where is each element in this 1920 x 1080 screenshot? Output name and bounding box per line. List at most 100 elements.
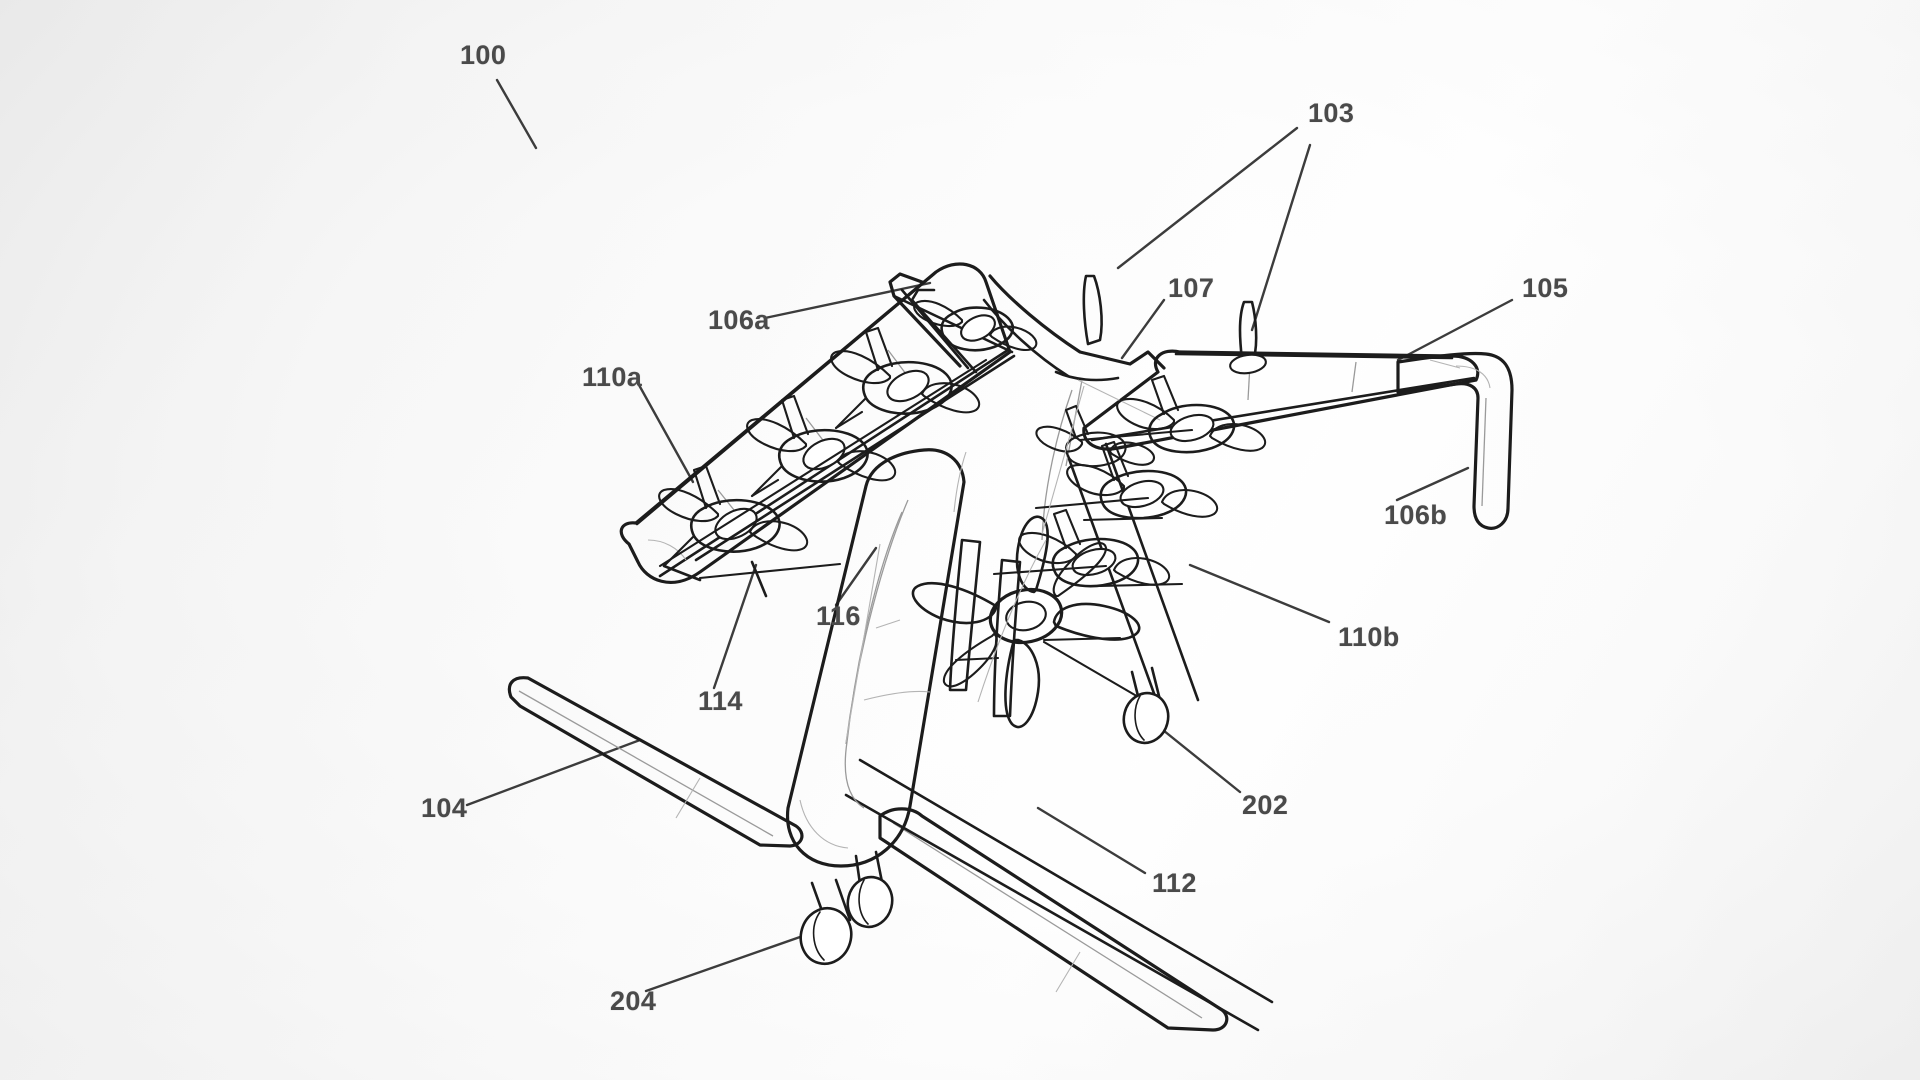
phantom-a [977, 539, 1047, 703]
leader-116 [834, 546, 878, 607]
root-hidden-b [1041, 389, 1073, 541]
phantom-b [953, 451, 967, 513]
rotor-cluster-mid [1035, 404, 1156, 468]
nacelle-r2 [1099, 469, 1188, 520]
wing-left-spar [658, 358, 988, 568]
fuselage-panel-b [863, 690, 931, 701]
rotor-right-1 [1116, 374, 1267, 454]
rotor-center-large [911, 515, 1141, 729]
main-wheel [1122, 691, 1170, 745]
root-hidden-c [1077, 379, 1161, 421]
numeral-112: 112 [1152, 868, 1197, 898]
empennage-group [507, 676, 1274, 1032]
leader-lines [465, 78, 1514, 993]
rotor-left-1 [658, 464, 809, 568]
blade-r2-b [1160, 488, 1219, 518]
wing-right-panel-2 [1351, 361, 1357, 393]
numeral-204: 204 [610, 986, 657, 1016]
nacelle-l1 [690, 498, 781, 553]
winglet-106a-outer [888, 272, 962, 368]
nacelle-l2 [778, 428, 869, 483]
leader-104 [465, 738, 642, 807]
blade-r1-a [1116, 398, 1176, 431]
main-wheel-inner [1134, 695, 1145, 741]
wing-left-strut-a [750, 478, 780, 498]
nacelle-r3 [1051, 537, 1140, 588]
blade-c-c [1004, 638, 1041, 729]
blade-l3-a [830, 350, 892, 385]
leader-103-a [1116, 126, 1299, 270]
pylon-center-1 [1082, 274, 1103, 346]
hub-l2 [802, 437, 846, 471]
tail-boom-upper [858, 758, 1274, 1004]
aft-wheel [799, 906, 853, 966]
wing-right-spar-b [1034, 496, 1150, 510]
hub-l1 [714, 507, 758, 541]
center-spine-upper [988, 274, 1166, 370]
nose-landing-gear [846, 850, 894, 929]
numeral-106a: 106a [708, 305, 770, 335]
pylon-center-2 [1238, 300, 1258, 362]
wing-left-boom-upper [694, 354, 1016, 562]
stabilizer-right-crease [892, 822, 1203, 1019]
phantom-c [1041, 385, 1085, 535]
wing-right-tip-shade [1429, 359, 1461, 369]
strut-l3 [834, 396, 868, 430]
blade-r2-a [1066, 464, 1126, 497]
root-fairing [1054, 370, 1120, 382]
fuselage-body [785, 448, 966, 868]
leader-110b [1188, 563, 1331, 624]
blade-c-d [1015, 515, 1050, 594]
pylon-l1 [692, 464, 722, 510]
rotor-bank-left [658, 300, 1038, 568]
hub-r1 [1169, 413, 1215, 443]
stabilizer-left-panel [675, 777, 701, 819]
tail-boom-lower [844, 793, 1260, 1032]
rotor-left-4 [913, 300, 1038, 352]
winglet-106b-outer [1396, 351, 1514, 530]
blade-r3-b [1112, 556, 1171, 586]
leader-204 [644, 928, 822, 993]
fuselage-belly-shade [799, 799, 849, 849]
brace-l-tie [698, 562, 842, 580]
fuselage-window-outline [844, 511, 903, 809]
hub-center-2 [1229, 353, 1267, 375]
stabilizer-right-panel [1055, 951, 1081, 993]
leader-100 [495, 78, 538, 150]
blade-l3-b [920, 382, 981, 414]
blade-l2-b [836, 450, 897, 482]
blade-l4-a [913, 300, 964, 328]
wing-left-tip-shade [647, 539, 687, 561]
rotor-right-2 [1066, 440, 1219, 520]
wing-right-spar-a [1078, 428, 1194, 442]
pylon-l2 [780, 394, 810, 440]
blade-l2-a [746, 418, 808, 453]
wing-right-boom-upper [1104, 442, 1200, 702]
phantom-d [845, 543, 881, 743]
aft-gear-strut-2 [834, 878, 852, 922]
aft-wheel-inner [812, 911, 825, 961]
nacelle-l4 [940, 306, 1015, 352]
wing-right-boom-strut-2 [1098, 582, 1184, 588]
numeral-106b: 106b [1384, 500, 1448, 530]
hub-l4 [960, 314, 996, 342]
brace-l-diag [662, 564, 702, 582]
leader-103-b [1250, 143, 1312, 332]
blade-c-a [911, 581, 998, 625]
strut-l2 [750, 464, 784, 498]
fuselage-panel-a [875, 619, 901, 629]
horizontal-stabilizer-left [507, 676, 804, 848]
blade-m1-a [1035, 425, 1084, 453]
winglet-106b-fillet [1455, 365, 1491, 389]
fuselage-strut-brace [954, 656, 1000, 662]
rotor-left-3 [830, 326, 981, 430]
wing-right-spar-c [992, 564, 1108, 576]
numeral-116: 116 [816, 601, 861, 631]
brace-l-vertical [750, 560, 768, 598]
nose-wheel [846, 875, 894, 929]
nose-wheel-inner [858, 879, 869, 925]
blade-r1-b [1208, 422, 1267, 452]
main-landing-gear [1122, 666, 1170, 745]
